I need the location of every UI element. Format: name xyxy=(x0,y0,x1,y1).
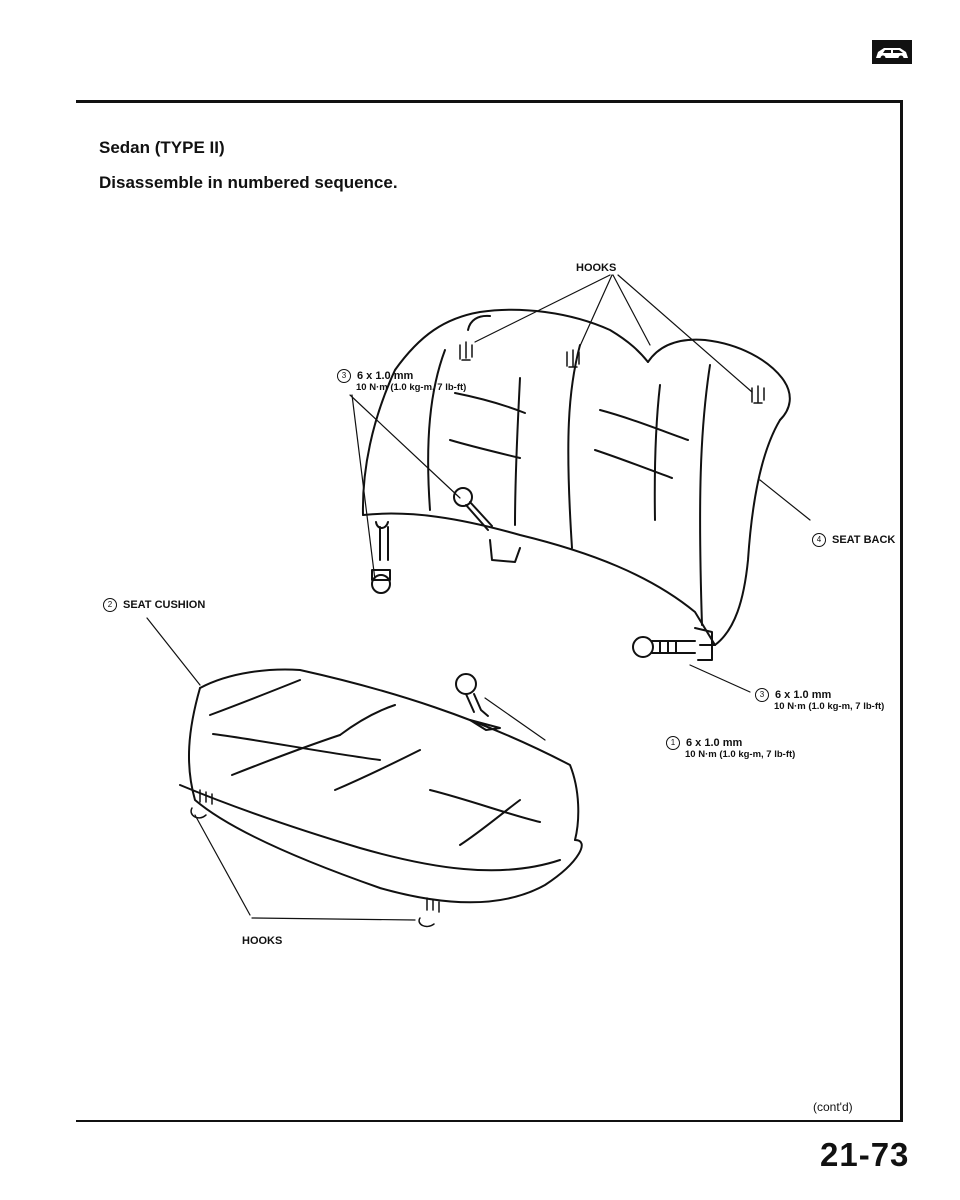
bolt-3a-drawing xyxy=(371,487,493,594)
bolt-size: 6 x 1.0 mm xyxy=(775,688,832,701)
page-number: 21-73 xyxy=(820,1136,910,1173)
seat-cushion-label: SEAT CUSHION xyxy=(123,598,206,611)
seat-back-bracket xyxy=(489,539,521,563)
seat-back-label: SEAT BACK xyxy=(832,533,896,546)
seat-back-drawing xyxy=(361,308,791,646)
sedan-car-icon xyxy=(872,40,912,64)
bolt-size: 6 x 1.0 mm xyxy=(357,369,414,382)
step-number-badge: 3 xyxy=(755,688,769,702)
bolt-3b-callout: 3 6 x 1.0 mm xyxy=(755,688,831,702)
seat-cushion-callout: 2 SEAT CUSHION xyxy=(103,598,205,612)
bolt-3b-drawing xyxy=(632,627,751,693)
step-number-badge: 2 xyxy=(103,598,117,612)
hooks-top-label: HOOKS xyxy=(576,262,617,274)
page-instruction: Disassemble in numbered sequence. xyxy=(99,173,398,192)
bolt-3b-torque: 10 N·m (1.0 kg-m, 7 lb-ft) xyxy=(774,701,885,712)
bolt-3a-leaders xyxy=(349,394,461,581)
bolt-size: 6 x 1.0 mm xyxy=(686,736,743,749)
hooks-top-leaders xyxy=(474,274,753,393)
page-title: Sedan (TYPE II) xyxy=(99,138,225,157)
continued-note: (cont'd) xyxy=(813,1100,853,1114)
seat-back-callout: 4 SEAT BACK xyxy=(812,533,895,547)
bolt-3a-callout: 3 6 x 1.0 mm xyxy=(337,369,413,383)
step-number-badge: 3 xyxy=(337,369,351,383)
cushion-hook-marks xyxy=(190,789,440,928)
seat-cushion-drawing xyxy=(179,668,583,904)
bolt-1-drawing xyxy=(455,673,546,741)
seat-back-leader xyxy=(759,479,811,521)
hooks-bottom-leaders xyxy=(194,814,416,921)
step-number-badge: 4 xyxy=(812,533,826,547)
header-rule xyxy=(76,100,902,103)
bolt-1-callout: 1 6 x 1.0 mm xyxy=(666,736,742,750)
bolt-3a-torque: 10 N·m (1.0 kg-m, 7 lb-ft) xyxy=(356,382,467,393)
hooks-bottom-label: HOOKS xyxy=(242,935,283,947)
seat-cushion-leader xyxy=(146,617,201,686)
footer-rule xyxy=(76,1120,902,1122)
step-number-badge: 1 xyxy=(666,736,680,750)
top-hook-marks xyxy=(459,341,765,404)
page-frame-right xyxy=(900,100,903,1122)
bolt-1-torque: 10 N·m (1.0 kg-m, 7 lb-ft) xyxy=(685,749,796,760)
